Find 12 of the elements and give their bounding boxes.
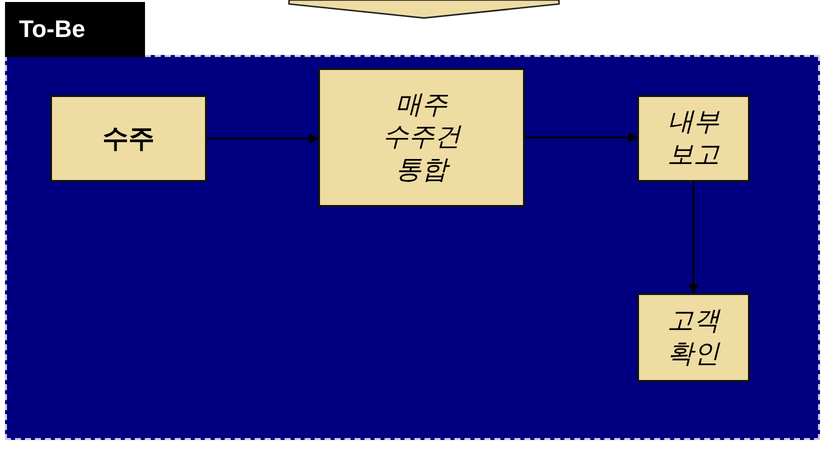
- section-tab: To-Be: [5, 2, 145, 57]
- process-box: [50, 95, 207, 182]
- box-label: 고객 확인: [666, 305, 722, 370]
- process-box: [637, 293, 750, 382]
- box-label: 매주 수주건 통합: [382, 88, 462, 186]
- arrow: [207, 134, 319, 144]
- box-label: 수주: [102, 122, 154, 155]
- arrow: [525, 132, 638, 142]
- arrow: [688, 182, 698, 294]
- process-box: [637, 95, 750, 182]
- box-label: 내부 보고: [666, 106, 720, 171]
- process-box: [318, 68, 525, 207]
